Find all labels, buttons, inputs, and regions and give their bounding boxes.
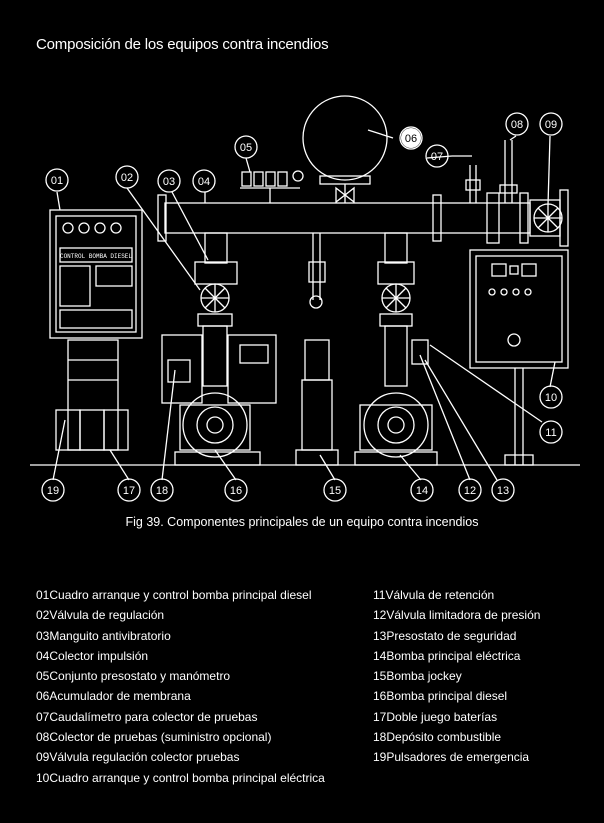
callout-03: 03 (163, 176, 175, 188)
legend-item: 11Válvula de retención (373, 588, 495, 602)
callout-06: 06 (405, 133, 417, 145)
legend-item: 05Conjunto presostato y manómetro (36, 669, 231, 684)
callout-12: 12 (464, 485, 476, 497)
legend-item: 16Bomba principal diesel (373, 689, 508, 704)
pressostat-manometer-set (240, 170, 304, 203)
test-collector (499, 140, 518, 203)
callout-08: 08 (511, 119, 523, 131)
page-title: Composición de los equipos contra incend… (36, 36, 329, 53)
flowmeter (452, 155, 481, 203)
callout-16: 16 (230, 485, 242, 497)
legend-right: 11Válvula de retención 12Válvula limitad… (373, 585, 593, 768)
legend-item: 13Presostato de seguridad (373, 628, 517, 643)
legend-item: 03Manguito antivibratorio (36, 628, 171, 643)
callout-07: 07 (431, 151, 443, 163)
membrane-accumulator (302, 95, 388, 204)
callout-01: 01 (51, 175, 63, 187)
callout-17: 17 (123, 485, 135, 497)
legend-item: 01Cuadro arranque y control bomba princi… (36, 588, 312, 602)
legend-item: 09Válvula regulación colector pruebas (36, 750, 240, 765)
callout-19: 19 (47, 485, 59, 497)
fire-pump-diagram: CONTROL BOMBA DIESEL 01 02 03 04 05 06 0… (30, 95, 580, 502)
legend-item: 15Bomba jockey (373, 669, 462, 684)
legend-left: 01Cuadro arranque y control bomba princi… (36, 585, 366, 788)
callout-10: 10 (545, 392, 557, 404)
legend-item: 19Pulsadores de emergencia (373, 750, 530, 765)
callout-15: 15 (329, 485, 341, 497)
legend-item: 02Válvula de regulación (36, 608, 165, 623)
legend-item: 18Depósito combustible (373, 730, 502, 745)
legend-item: 14Bomba principal eléctrica (373, 648, 521, 663)
callout-05: 05 (240, 142, 252, 154)
figure-caption: Fig 39. Componentes principales de un eq… (125, 515, 479, 529)
diesel-control-panel (49, 209, 143, 451)
legend-item: 06Acumulador de membrana (36, 689, 191, 704)
callout-circles (41, 112, 563, 502)
panel-label: CONTROL BOMBA DIESEL (60, 253, 132, 260)
legend-item: 08Colector de pruebas (suministro opcion… (36, 730, 272, 745)
legend-item: 10Cuadro arranque y control bomba princi… (36, 770, 325, 785)
legend-item: 17Doble juego baterías (373, 709, 498, 724)
callout-13: 13 (497, 485, 509, 497)
leader-lines (52, 129, 556, 481)
diesel-pump (161, 334, 277, 466)
discharge-collector (157, 189, 569, 247)
callout-04: 04 (198, 176, 210, 188)
callout-11: 11 (545, 427, 556, 439)
electric-pump (354, 392, 438, 466)
electric-pump-riser (377, 232, 429, 387)
callout-02: 02 (121, 172, 133, 184)
legend-item: 04Colector impulsión (36, 648, 149, 663)
callout-09: 09 (545, 119, 557, 131)
callout-14: 14 (416, 485, 428, 497)
callout-18: 18 (156, 485, 168, 497)
legend-item: 07Caudalímetro para colector de pruebas (36, 709, 258, 724)
legend-item: 12Válvula limitadora de presión (373, 608, 541, 623)
diesel-pump-riser (194, 232, 238, 387)
electric-control-panel (469, 249, 569, 466)
jockey-pump (295, 233, 339, 466)
